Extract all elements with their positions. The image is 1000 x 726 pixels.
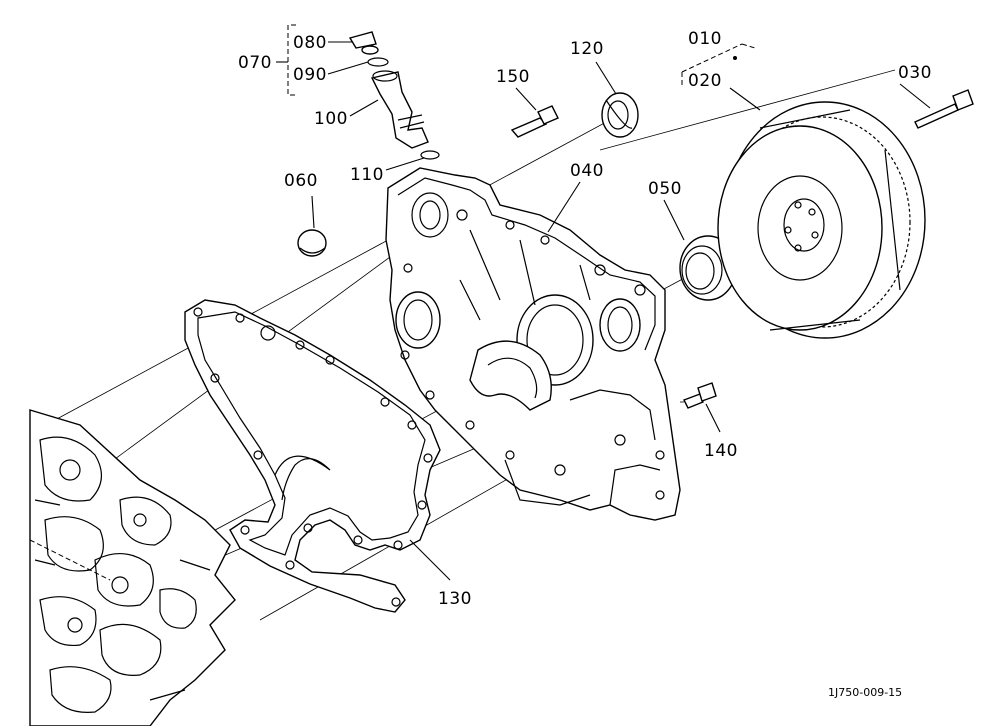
bracket-070 — [276, 24, 296, 96]
bolt-150 — [510, 105, 559, 138]
reference-code: 1J750-009-15 — [828, 686, 902, 699]
plug-060 — [297, 229, 327, 257]
engine-block — [29, 409, 236, 726]
label-070: 070 — [238, 53, 272, 73]
label-140: 140 — [704, 441, 738, 461]
label-030: 030 — [898, 63, 932, 83]
callout-labels: 070 080 090 100 110 060 150 120 040 010 … — [238, 29, 932, 609]
label-020: 020 — [688, 71, 722, 91]
label-090: 090 — [293, 65, 327, 85]
label-060: 060 — [284, 171, 318, 191]
label-040: 040 — [570, 161, 604, 181]
label-050: 050 — [648, 179, 682, 199]
oil-seal-120 — [601, 92, 639, 138]
bracket-010 — [681, 43, 756, 85]
label-130: 130 — [438, 589, 472, 609]
bolt-030 — [914, 89, 974, 129]
label-120: 120 — [570, 39, 604, 59]
label-100: 100 — [314, 109, 348, 129]
flywheel-020 — [717, 101, 926, 339]
gasket-130 — [184, 299, 441, 613]
label-150: 150 — [496, 67, 530, 87]
label-110: 110 — [350, 165, 384, 185]
leader-lines — [311, 41, 931, 581]
label-080: 080 — [293, 33, 327, 53]
bolt-140 — [680, 382, 717, 409]
gear-case-040 — [385, 167, 681, 521]
cap-assembly-070 — [348, 31, 440, 160]
label-010: 010 — [688, 29, 722, 49]
